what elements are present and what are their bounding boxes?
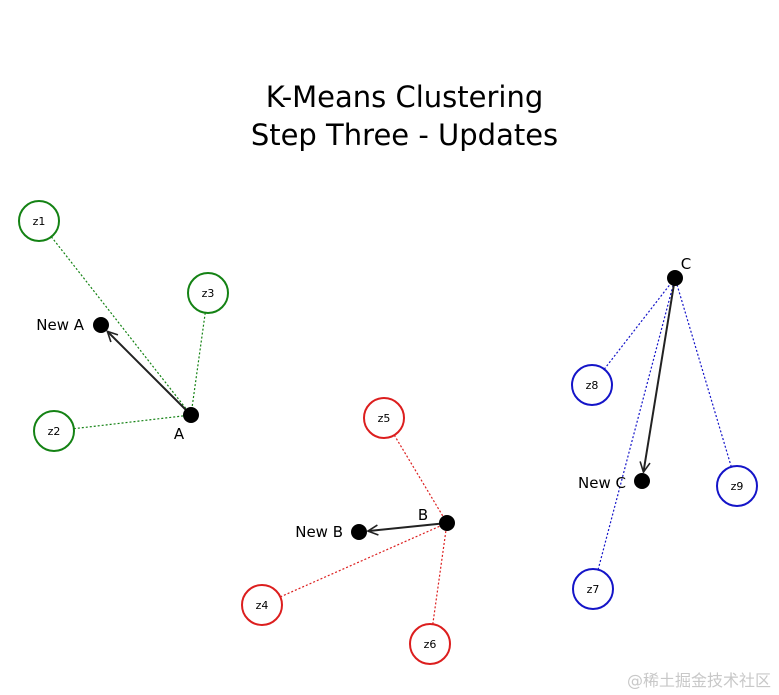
update-arrow-c xyxy=(643,277,676,472)
point-z3 xyxy=(187,272,229,314)
update-arrow-b xyxy=(368,522,448,531)
link-z4-to-centroid xyxy=(261,522,448,606)
update-arrow-a xyxy=(107,331,192,416)
link-z9-to-centroid xyxy=(674,277,738,487)
point-label-z7: z7 xyxy=(587,583,600,596)
link-z7-to-centroid xyxy=(592,277,676,590)
point-label-z6: z6 xyxy=(424,638,437,651)
new-centroid-label-C: New C xyxy=(578,474,626,492)
centroid-label-B: B xyxy=(418,506,428,524)
point-z5 xyxy=(363,397,405,439)
new-centroid-C xyxy=(634,473,650,489)
centroid-label-C: C xyxy=(681,255,691,273)
centroid-label-A: A xyxy=(174,425,185,443)
title-line-2: Step Three - Updates xyxy=(250,118,559,152)
point-z4 xyxy=(241,584,283,626)
point-label-z8: z8 xyxy=(586,379,599,392)
title-line-1: K-Means Clustering xyxy=(265,80,544,114)
centroid-C xyxy=(667,270,683,286)
link-z1-to-centroid xyxy=(38,220,192,416)
watermark: @稀土掘金技术社区 xyxy=(626,671,771,690)
point-z8 xyxy=(571,364,613,406)
point-label-z5: z5 xyxy=(378,412,391,425)
point-label-z2: z2 xyxy=(48,425,61,438)
point-z6 xyxy=(409,623,451,665)
point-z2 xyxy=(33,410,75,452)
point-label-z3: z3 xyxy=(202,287,215,300)
new-centroid-A xyxy=(93,317,109,333)
new-centroid-B xyxy=(351,524,367,540)
centroid-B xyxy=(439,515,455,531)
centroid-A xyxy=(183,407,199,423)
link-z8-to-centroid xyxy=(591,277,676,386)
point-label-z4: z4 xyxy=(256,599,269,612)
point-label-z9: z9 xyxy=(731,480,744,493)
point-z9 xyxy=(716,465,758,507)
new-centroid-label-B: New B xyxy=(295,523,343,541)
point-label-z1: z1 xyxy=(33,215,46,228)
link-z2-to-centroid xyxy=(53,414,192,432)
new-centroid-label-A: New A xyxy=(36,316,84,334)
point-z1 xyxy=(18,200,60,242)
point-z7 xyxy=(572,568,614,610)
